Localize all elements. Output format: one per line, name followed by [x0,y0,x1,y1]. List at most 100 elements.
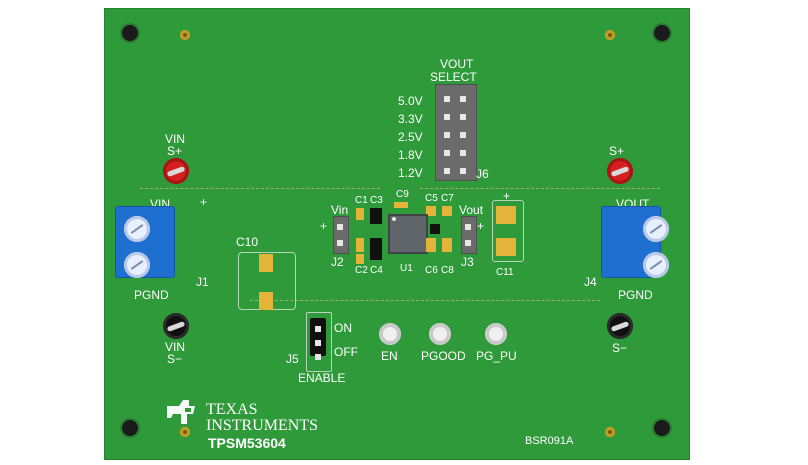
j4-label: J4 [584,275,597,289]
c2-label: C2 [355,265,368,276]
j5-pin [315,326,321,332]
mount-hole-top-right [654,25,670,41]
vout-select-pin [460,96,466,102]
j2-pin [337,224,343,230]
c6-part [430,224,440,234]
j5-pin [315,354,321,360]
j2-plus-label: + [320,219,328,233]
ti-brand-line1: TEXAS [206,401,258,418]
vout-select-pin [444,150,450,156]
mount-hole-bottom-right [654,420,670,436]
j3-pin [465,240,471,246]
outline-bottom [250,300,600,301]
enable-off-label: OFF [334,345,358,359]
board-id: BSR091A [525,435,574,447]
vout-option-1v8: 1.8V [398,148,423,162]
c11-label: C11 [496,267,514,278]
c11-pad-top [496,206,516,224]
j5-pin [315,340,321,346]
vout-option-3v3: 3.3V [398,112,423,126]
c6-label: C6 [425,265,438,276]
j2-header[interactable] [333,216,349,254]
vin-small-label: Vin [331,203,349,217]
u1-label: U1 [400,263,413,274]
vin-s-plus-label-line1: VIN [165,132,186,146]
via-bottom-right [605,427,615,437]
c10-pad-top [259,254,273,272]
c9-pad [394,202,408,208]
pgood-label: PGOOD [421,349,466,363]
c4-label: C4 [370,265,383,276]
en-test-point[interactable] [379,323,401,345]
en-label: EN [381,349,398,363]
vin-s-plus-label-line2: S+ [167,144,183,158]
vout-select-pin [444,96,450,102]
vout-option-5v: 5.0V [398,94,423,108]
mount-hole-bottom-left [122,420,138,436]
vin-s-minus-label-line1: VIN [165,340,186,354]
s-plus-right-label: S+ [609,144,625,158]
c9-label: C9 [396,189,409,200]
c2-pad [356,238,364,252]
c6-pad [426,238,436,252]
pg-pu-test-point[interactable] [485,323,507,345]
j3-pin [465,224,471,230]
enable-label: ENABLE [298,371,346,385]
c11-pad-bottom [496,238,516,256]
vin-s-minus-label-line2: S− [167,352,183,366]
c5-label: C5 [425,193,438,204]
vin-plus-label: + [200,195,208,209]
j2-pin [337,240,343,246]
j3-label: J3 [461,255,474,269]
vout-select-pin [460,132,466,138]
pg-pu-label: PG_PU [476,349,517,363]
vout-select-title-line2: SELECT [430,70,477,84]
part-number: TPSM53604 [208,435,286,451]
c10-pad-bottom [259,292,273,310]
mount-hole-top-left [122,25,138,41]
j5-label: J5 [286,352,299,366]
vout-select-pin [444,168,450,174]
pgnd-terminal-screw-left[interactable] [124,252,150,278]
j2-label: J2 [331,255,344,269]
u1-pin1-dot [392,217,396,221]
pgnd-left-label: PGND [134,288,169,302]
c11-plus-label: + [503,189,511,203]
vout-select-header[interactable] [435,84,477,181]
vout-option-1v2: 1.2V [398,166,423,180]
via-top-left [180,30,190,40]
c7-pad [442,206,452,216]
vout-select-pin [460,114,466,120]
via-bottom-left [180,427,190,437]
ti-brand-line2: INSTRUMENTS [206,417,319,434]
via-top-right [605,30,615,40]
c11-outline [492,200,524,262]
j3-plus-label: + [477,219,485,233]
c8-label: C8 [441,265,454,276]
c10-label: C10 [236,235,259,249]
pgnd-right-label: PGND [618,288,653,302]
j6-label: J6 [476,167,489,181]
vin-terminal-screw[interactable] [124,216,150,242]
c2-part [370,238,382,260]
j1-label: J1 [196,275,209,289]
c7-label: C7 [441,193,454,204]
c5-pad [426,206,436,216]
outline-top-left [140,188,380,189]
outline-top-right [420,188,660,189]
j3-header[interactable] [461,216,477,254]
vout-select-pin [460,168,466,174]
enable-jumper[interactable] [310,318,326,356]
c3-label: C3 [370,195,383,206]
c8-pad [442,238,452,252]
vout-terminal-screw[interactable] [643,216,669,242]
s-minus-right-label: S− [612,341,628,355]
pgnd-terminal-screw-right[interactable] [643,252,669,278]
pgood-test-point[interactable] [429,323,451,345]
c4-pad [356,254,364,264]
vout-select-pin [444,114,450,120]
vout-select-pin [444,132,450,138]
j5-header-outline [306,312,332,372]
texas-instruments-logo-icon [165,396,199,428]
vout-option-2v5: 2.5V [398,130,423,144]
